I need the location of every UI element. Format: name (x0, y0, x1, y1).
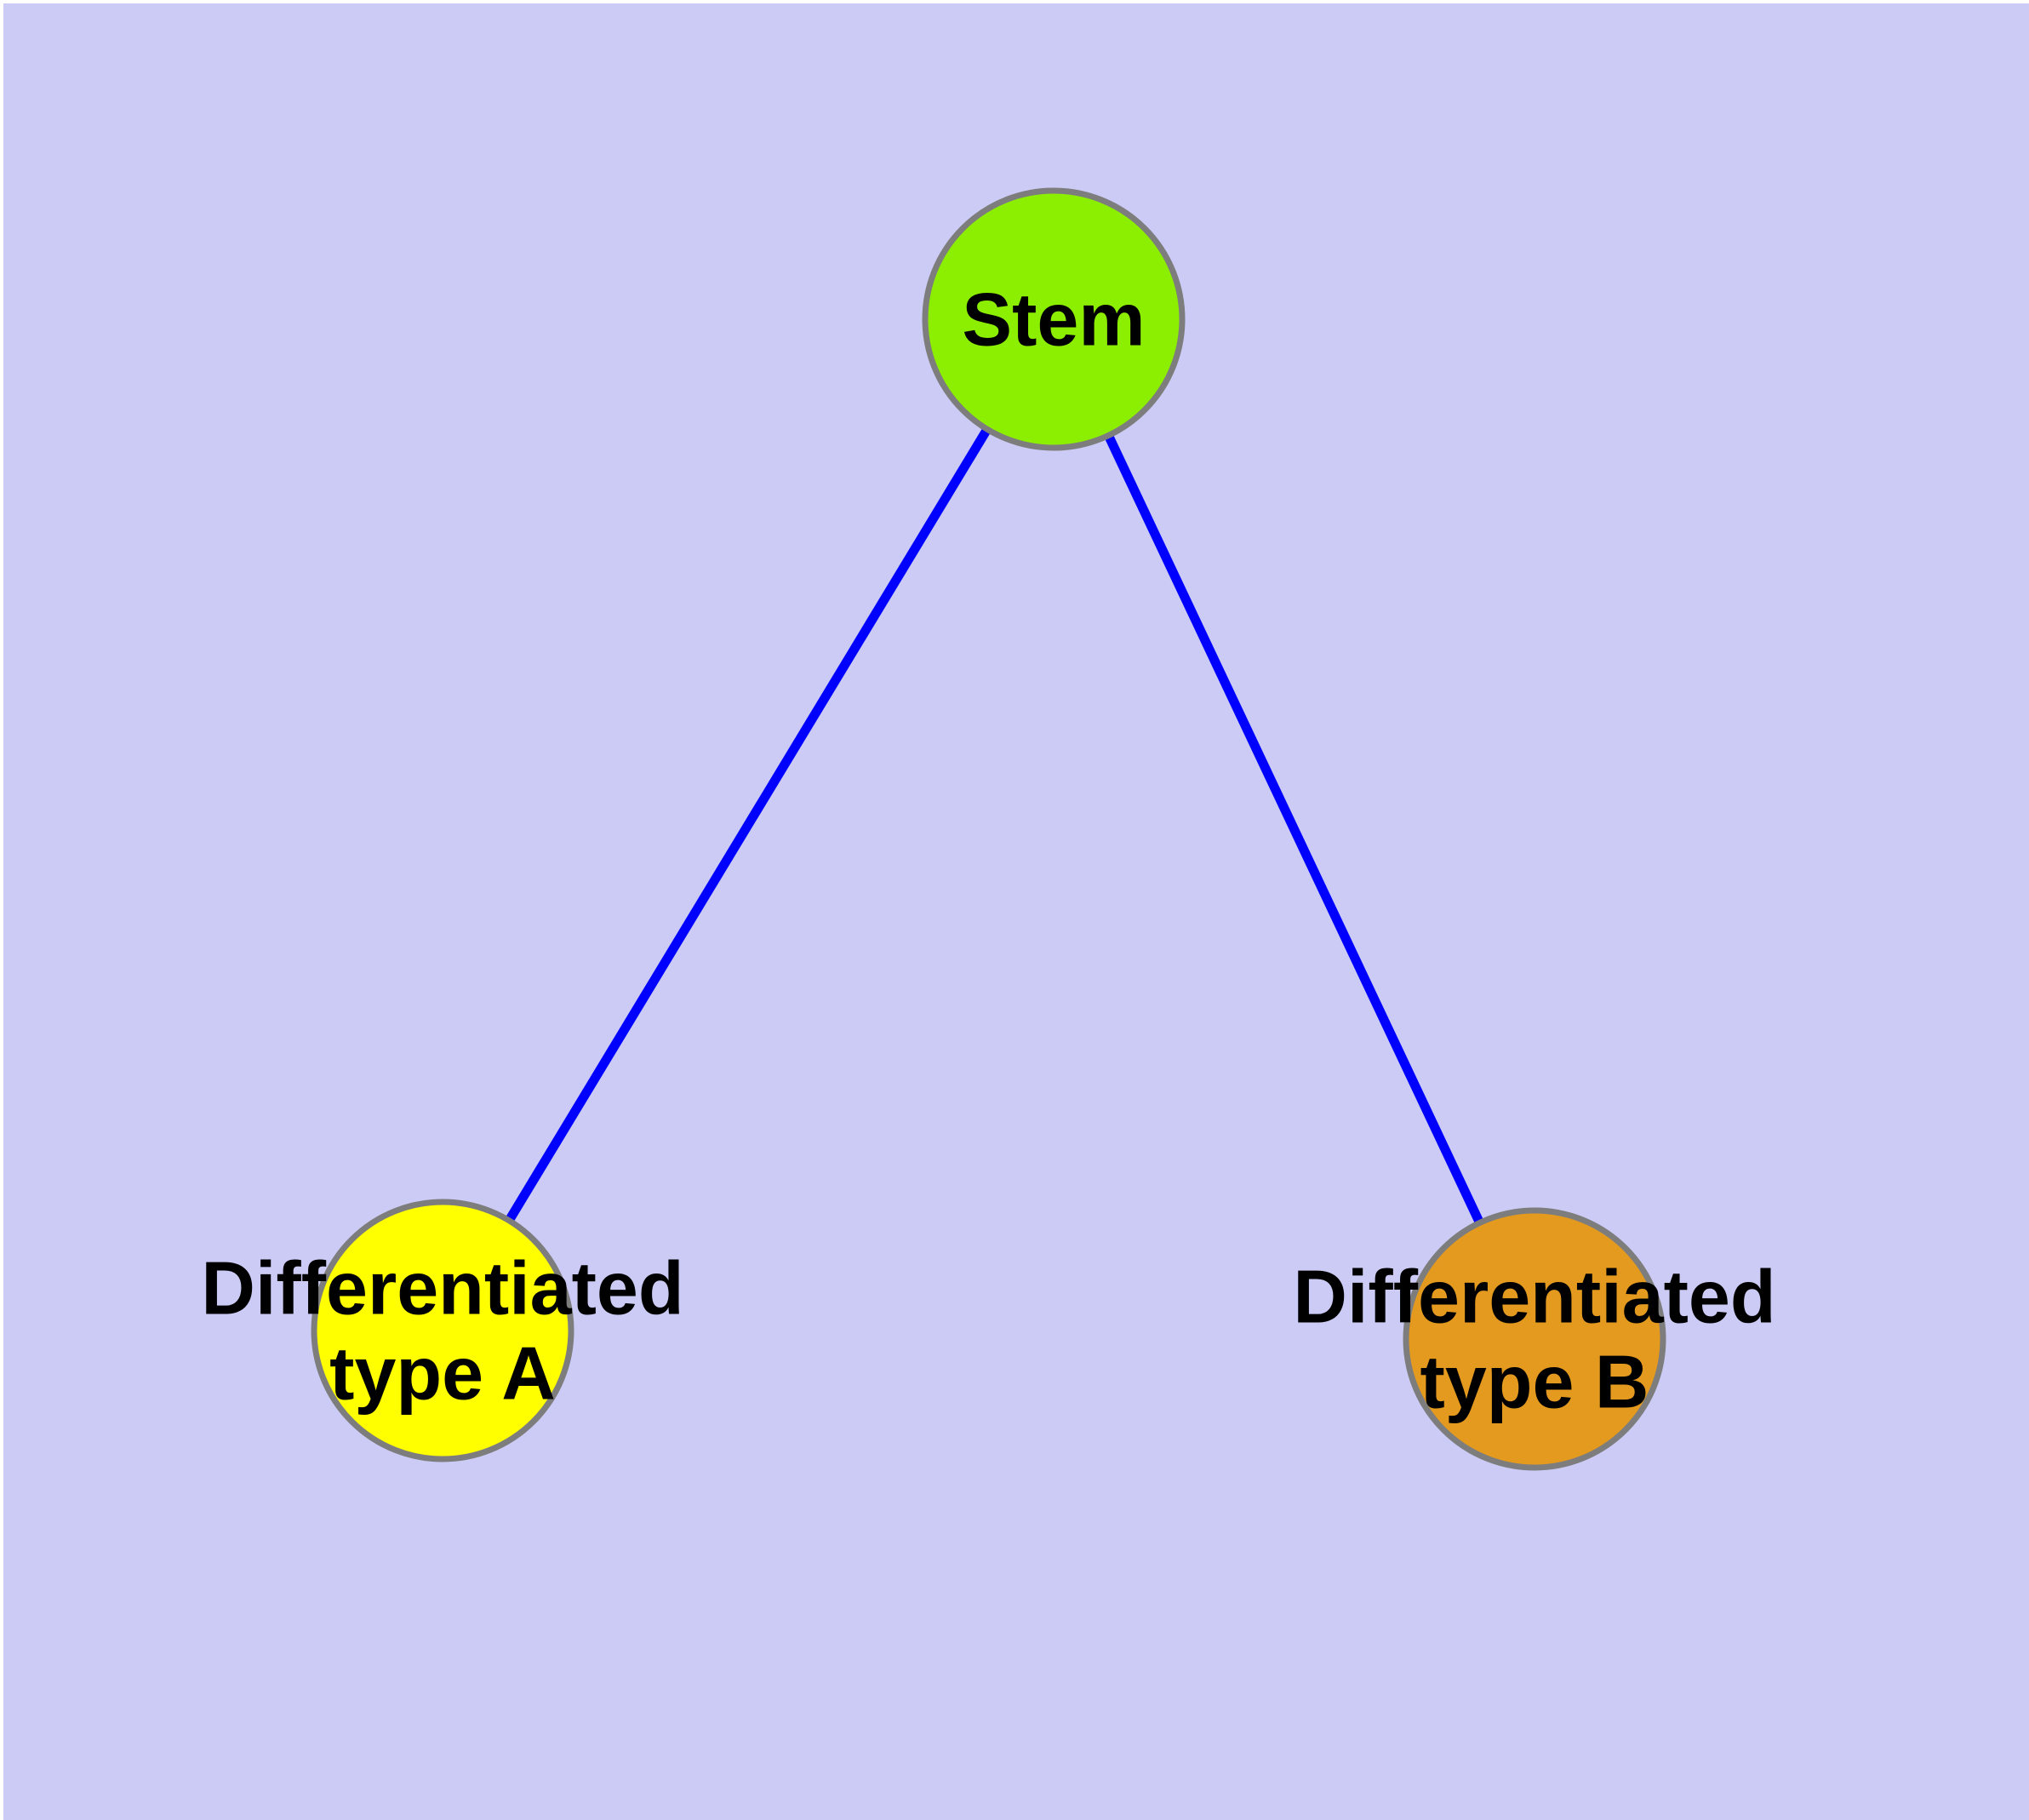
node-type-b-circle (1403, 1207, 1666, 1471)
node-type-b-label-line-2: type B (1420, 1340, 1649, 1424)
node-type-b-label-line-1: Differentiated (1293, 1255, 1775, 1339)
edge-stem-type-b (1049, 317, 1539, 1342)
node-stem-label: Stem (962, 278, 1145, 362)
node-type-a-circle (311, 1199, 574, 1462)
node-stem-label-line-1: Stem (962, 278, 1145, 362)
edge-stem-type-a (438, 317, 1058, 1333)
node-stem-circle (922, 187, 1186, 451)
node-type-a-label-line-2: type A (329, 1331, 556, 1416)
node-type-a-label-line-1: Differentiated (201, 1246, 683, 1331)
